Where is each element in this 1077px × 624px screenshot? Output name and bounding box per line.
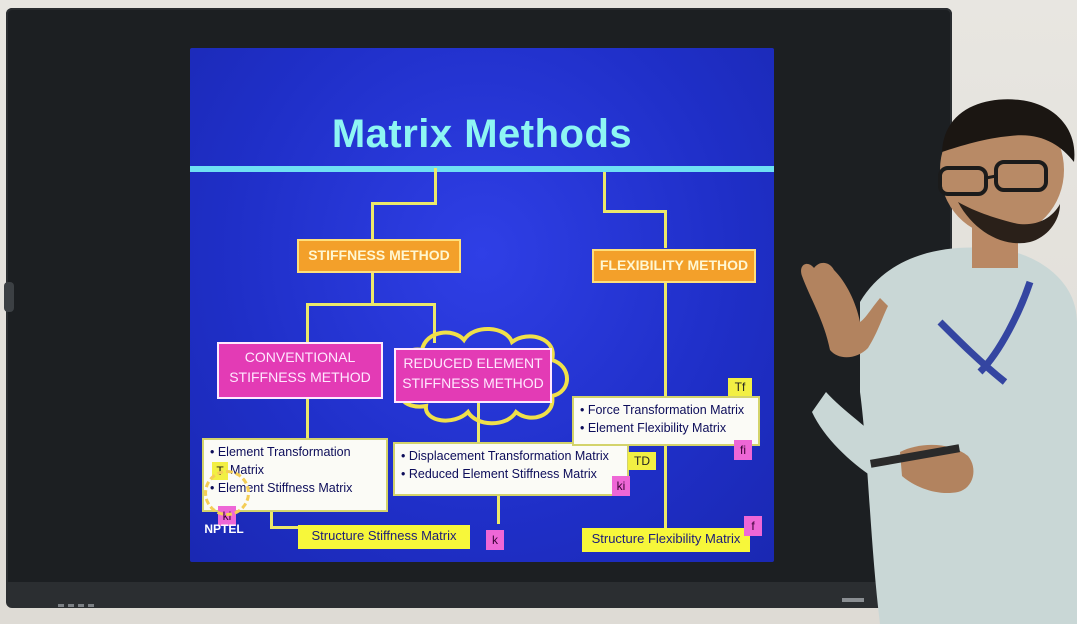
right-list-item-2: • Element Flexibility Matrix	[580, 421, 727, 435]
tag-k: k	[486, 530, 504, 550]
structure-stiffness-box: Structure Stiffness Matrix	[298, 525, 470, 549]
connector	[306, 396, 309, 440]
tag-f: f	[744, 516, 762, 536]
connector	[270, 510, 273, 528]
connector	[371, 202, 437, 205]
tag-fi: fi	[734, 440, 752, 460]
middle-matrix-list: • Displacement Transformation Matrix • R…	[393, 442, 629, 496]
mid-list-item-2: • Reduced Element Stiffness Matrix	[401, 467, 597, 481]
connector	[306, 303, 309, 343]
connector	[664, 210, 667, 248]
connector	[497, 494, 500, 524]
mid-list-item-1: • Displacement Transformation Matrix	[401, 449, 609, 463]
nptel-text: NPTEL	[204, 522, 244, 536]
slide-title: Matrix Methods	[331, 112, 633, 156]
tv-side-control	[4, 282, 14, 312]
connector	[603, 210, 667, 213]
reduced-line2: STIFFNESS METHOD	[402, 375, 544, 391]
right-list-item-1: • Force Transformation Matrix	[580, 403, 745, 417]
tag-tf: Tf	[728, 378, 752, 396]
nptel-emblem	[204, 470, 250, 516]
presentation-slide: Matrix Methods	[190, 48, 774, 562]
connector	[371, 202, 374, 240]
conventional-line1: CONVENTIONAL	[244, 349, 356, 365]
connector	[306, 303, 436, 306]
tv-brand-mark	[842, 598, 864, 602]
right-matrix-list: • Force Transformation Matrix • Element …	[572, 396, 760, 446]
nptel-logo: NPTEL	[196, 470, 252, 536]
flexibility-method-box: FLEXIBILITY METHOD	[592, 249, 756, 283]
connector	[371, 272, 374, 304]
tag-td: TD	[628, 452, 656, 470]
tv-bottom-bezel	[6, 582, 952, 608]
presenter-figure	[801, 99, 1077, 624]
conventional-line2: STIFFNESS METHOD	[229, 369, 371, 385]
connector	[603, 172, 606, 212]
reduced-element-stiffness-box: REDUCED ELEMENT STIFFNESS METHOD	[394, 348, 552, 403]
connector	[270, 526, 300, 529]
connector	[434, 168, 437, 204]
tag-ki-mid: ki	[612, 476, 630, 496]
left-list-item-1: • Element Transformation	[210, 445, 351, 459]
conventional-stiffness-box: CONVENTIONAL STIFFNESS METHOD	[217, 342, 383, 399]
connector	[433, 303, 436, 343]
title-divider	[190, 166, 774, 172]
connector	[664, 446, 667, 528]
connector	[664, 282, 667, 400]
tv-control-buttons	[58, 594, 118, 607]
reduced-line1: REDUCED ELEMENT	[403, 355, 543, 371]
structure-flexibility-box: Structure Flexibility Matrix	[582, 528, 750, 552]
cloud-highlight	[398, 326, 569, 426]
stiffness-method-box: STIFFNESS METHOD	[297, 239, 461, 273]
